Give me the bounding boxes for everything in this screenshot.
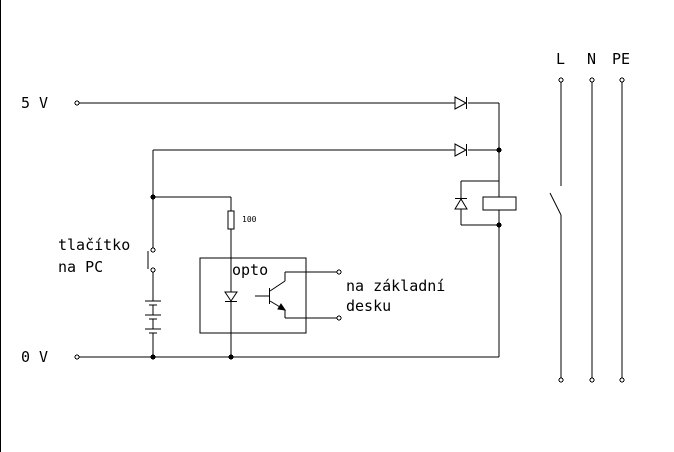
junction-battery-ground <box>150 354 156 360</box>
diode-battery <box>454 143 468 157</box>
push-button <box>147 247 156 301</box>
label-button-line2: na PC <box>58 258 104 276</box>
label-mains-n: N <box>587 50 597 68</box>
label-output-line2: desku <box>346 297 392 315</box>
relay-coil <box>482 196 517 211</box>
rail-0v <box>74 354 499 360</box>
battery <box>145 300 161 357</box>
label-output-line1: na základní <box>346 277 446 295</box>
label-5v: 5 V <box>21 94 49 112</box>
rail-5v <box>74 100 500 150</box>
terminal-out-top <box>336 269 342 275</box>
junction-relay-bottom <box>496 222 502 228</box>
optocoupler <box>199 257 342 334</box>
opto-box <box>199 257 307 334</box>
label-button-line1: tlačítko <box>58 236 131 254</box>
terminal-out-bottom <box>336 315 342 321</box>
resistor-branch <box>150 194 235 357</box>
mains-n <box>589 77 595 383</box>
mains-l <box>549 77 564 383</box>
resistor-100 <box>227 210 235 230</box>
label-0v: 0 V <box>21 348 49 366</box>
mains-pe <box>619 77 625 383</box>
flyback-diode <box>454 198 468 210</box>
battery-supply-line <box>152 149 499 248</box>
label-mains-l: L <box>556 50 566 68</box>
label-resistor-value: 100 <box>242 215 257 224</box>
opto-led <box>224 291 238 302</box>
diode-5v <box>454 96 468 110</box>
junction-opto-ground <box>228 354 234 360</box>
label-opto: opto <box>232 261 269 279</box>
label-mains-pe: PE <box>612 50 631 68</box>
relay <box>460 150 517 357</box>
opto-transistor <box>255 271 337 319</box>
